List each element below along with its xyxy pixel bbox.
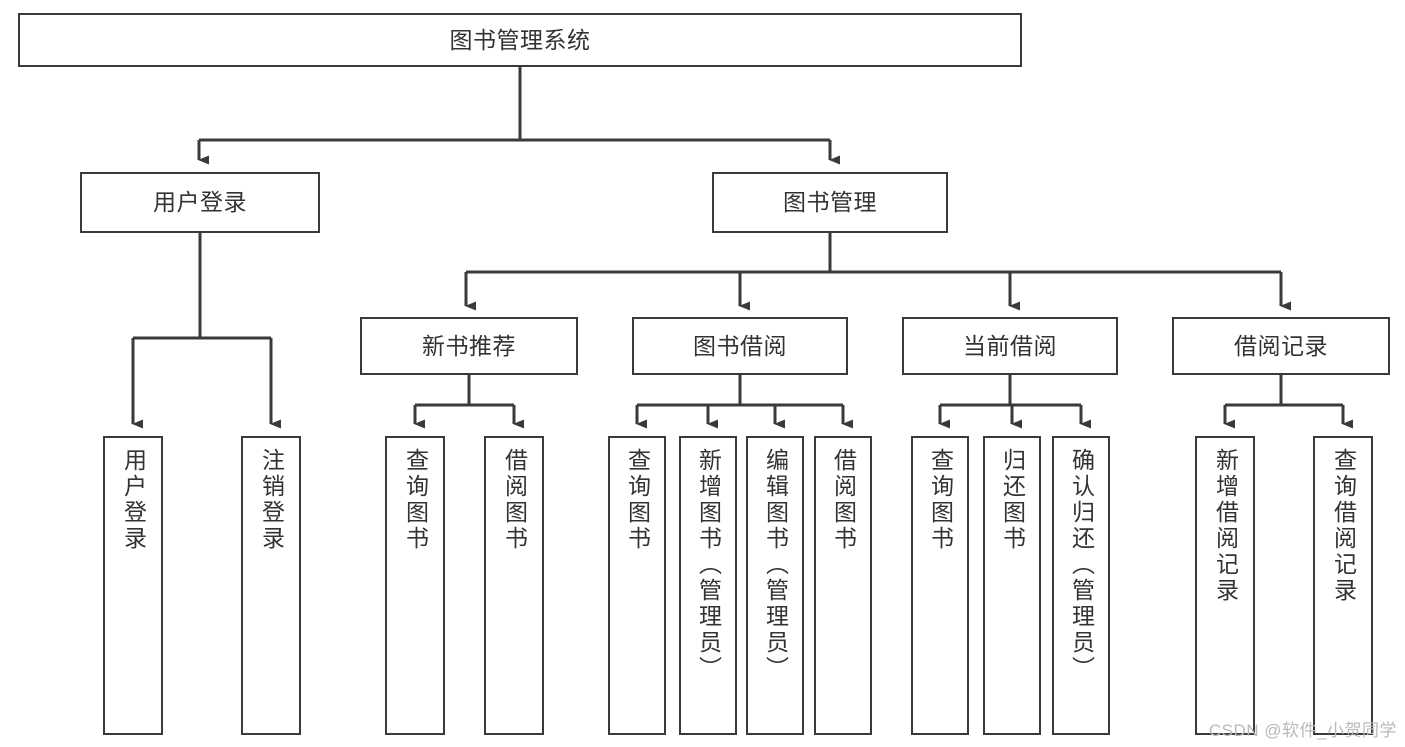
node-leaf-query-book-recommend-label: 查询图书 [402, 448, 429, 552]
node-leaf-logout[interactable]: 注销登录 [241, 436, 301, 735]
node-leaf-borrow-book-label: 借阅图书 [830, 448, 857, 552]
connector-root-to-level1 [197, 67, 840, 165]
node-leaf-confirm-return[interactable]: 确认归还（管理员） [1052, 436, 1110, 735]
node-leaf-logout-label: 注销登录 [258, 448, 285, 552]
node-new-book-recommend[interactable]: 新书推荐 [360, 317, 578, 375]
node-leaf-return-book-label: 归还图书 [999, 448, 1026, 552]
node-leaf-query-book-current[interactable]: 查询图书 [911, 436, 969, 735]
node-leaf-edit-book-label: 编辑图书（管理员） [762, 448, 789, 682]
node-root[interactable]: 图书管理系统 [18, 13, 1022, 67]
node-leaf-borrow-book-recommend[interactable]: 借阅图书 [484, 436, 544, 735]
node-leaf-query-borrow-record[interactable]: 查询借阅记录 [1313, 436, 1373, 735]
connector-borrowrecord-to-leaves [1223, 375, 1353, 429]
node-leaf-query-book-current-label: 查询图书 [927, 448, 954, 552]
node-leaf-add-borrow-record[interactable]: 新增借阅记录 [1195, 436, 1255, 735]
connector-bookmanage-to-level2 [464, 233, 1291, 311]
node-user-login[interactable]: 用户登录 [80, 172, 320, 233]
watermark: CSDN @软件_小贺同学 [1208, 721, 1397, 740]
node-leaf-query-book-borrow-label: 查询图书 [624, 448, 651, 552]
node-leaf-add-book-label: 新增图书（管理员） [695, 448, 722, 682]
connector-recommend-to-leaves [413, 375, 524, 429]
node-leaf-return-book[interactable]: 归还图书 [983, 436, 1041, 735]
node-book-borrow[interactable]: 图书借阅 [632, 317, 848, 375]
node-leaf-query-book-recommend[interactable]: 查询图书 [385, 436, 445, 735]
node-leaf-user-login[interactable]: 用户登录 [103, 436, 163, 735]
node-current-borrow[interactable]: 当前借阅 [902, 317, 1118, 375]
node-book-borrow-label: 图书借阅 [693, 332, 787, 359]
node-leaf-borrow-book[interactable]: 借阅图书 [814, 436, 872, 735]
node-leaf-edit-book[interactable]: 编辑图书（管理员） [746, 436, 804, 735]
node-leaf-add-borrow-record-label: 新增借阅记录 [1212, 448, 1239, 604]
node-book-manage[interactable]: 图书管理 [712, 172, 948, 233]
node-book-manage-label: 图书管理 [783, 189, 877, 216]
node-leaf-borrow-book-recommend-label: 借阅图书 [501, 448, 528, 552]
node-leaf-add-book[interactable]: 新增图书（管理员） [679, 436, 737, 735]
node-root-label: 图书管理系统 [449, 26, 591, 53]
node-leaf-user-login-label: 用户登录 [120, 448, 147, 552]
node-leaf-query-book-borrow[interactable]: 查询图书 [608, 436, 666, 735]
node-new-book-recommend-label: 新书推荐 [422, 332, 516, 359]
node-current-borrow-label: 当前借阅 [963, 332, 1057, 359]
connector-userlogin-to-leaves [131, 233, 281, 429]
node-leaf-query-borrow-record-label: 查询借阅记录 [1330, 448, 1357, 604]
node-user-login-label: 用户登录 [153, 189, 247, 216]
node-borrow-record-label: 借阅记录 [1234, 332, 1328, 359]
node-leaf-confirm-return-label: 确认归还（管理员） [1068, 448, 1095, 682]
connector-currentborrow-to-leaves [938, 375, 1091, 429]
node-borrow-record[interactable]: 借阅记录 [1172, 317, 1390, 375]
connector-bookborrow-to-leaves [635, 375, 853, 429]
